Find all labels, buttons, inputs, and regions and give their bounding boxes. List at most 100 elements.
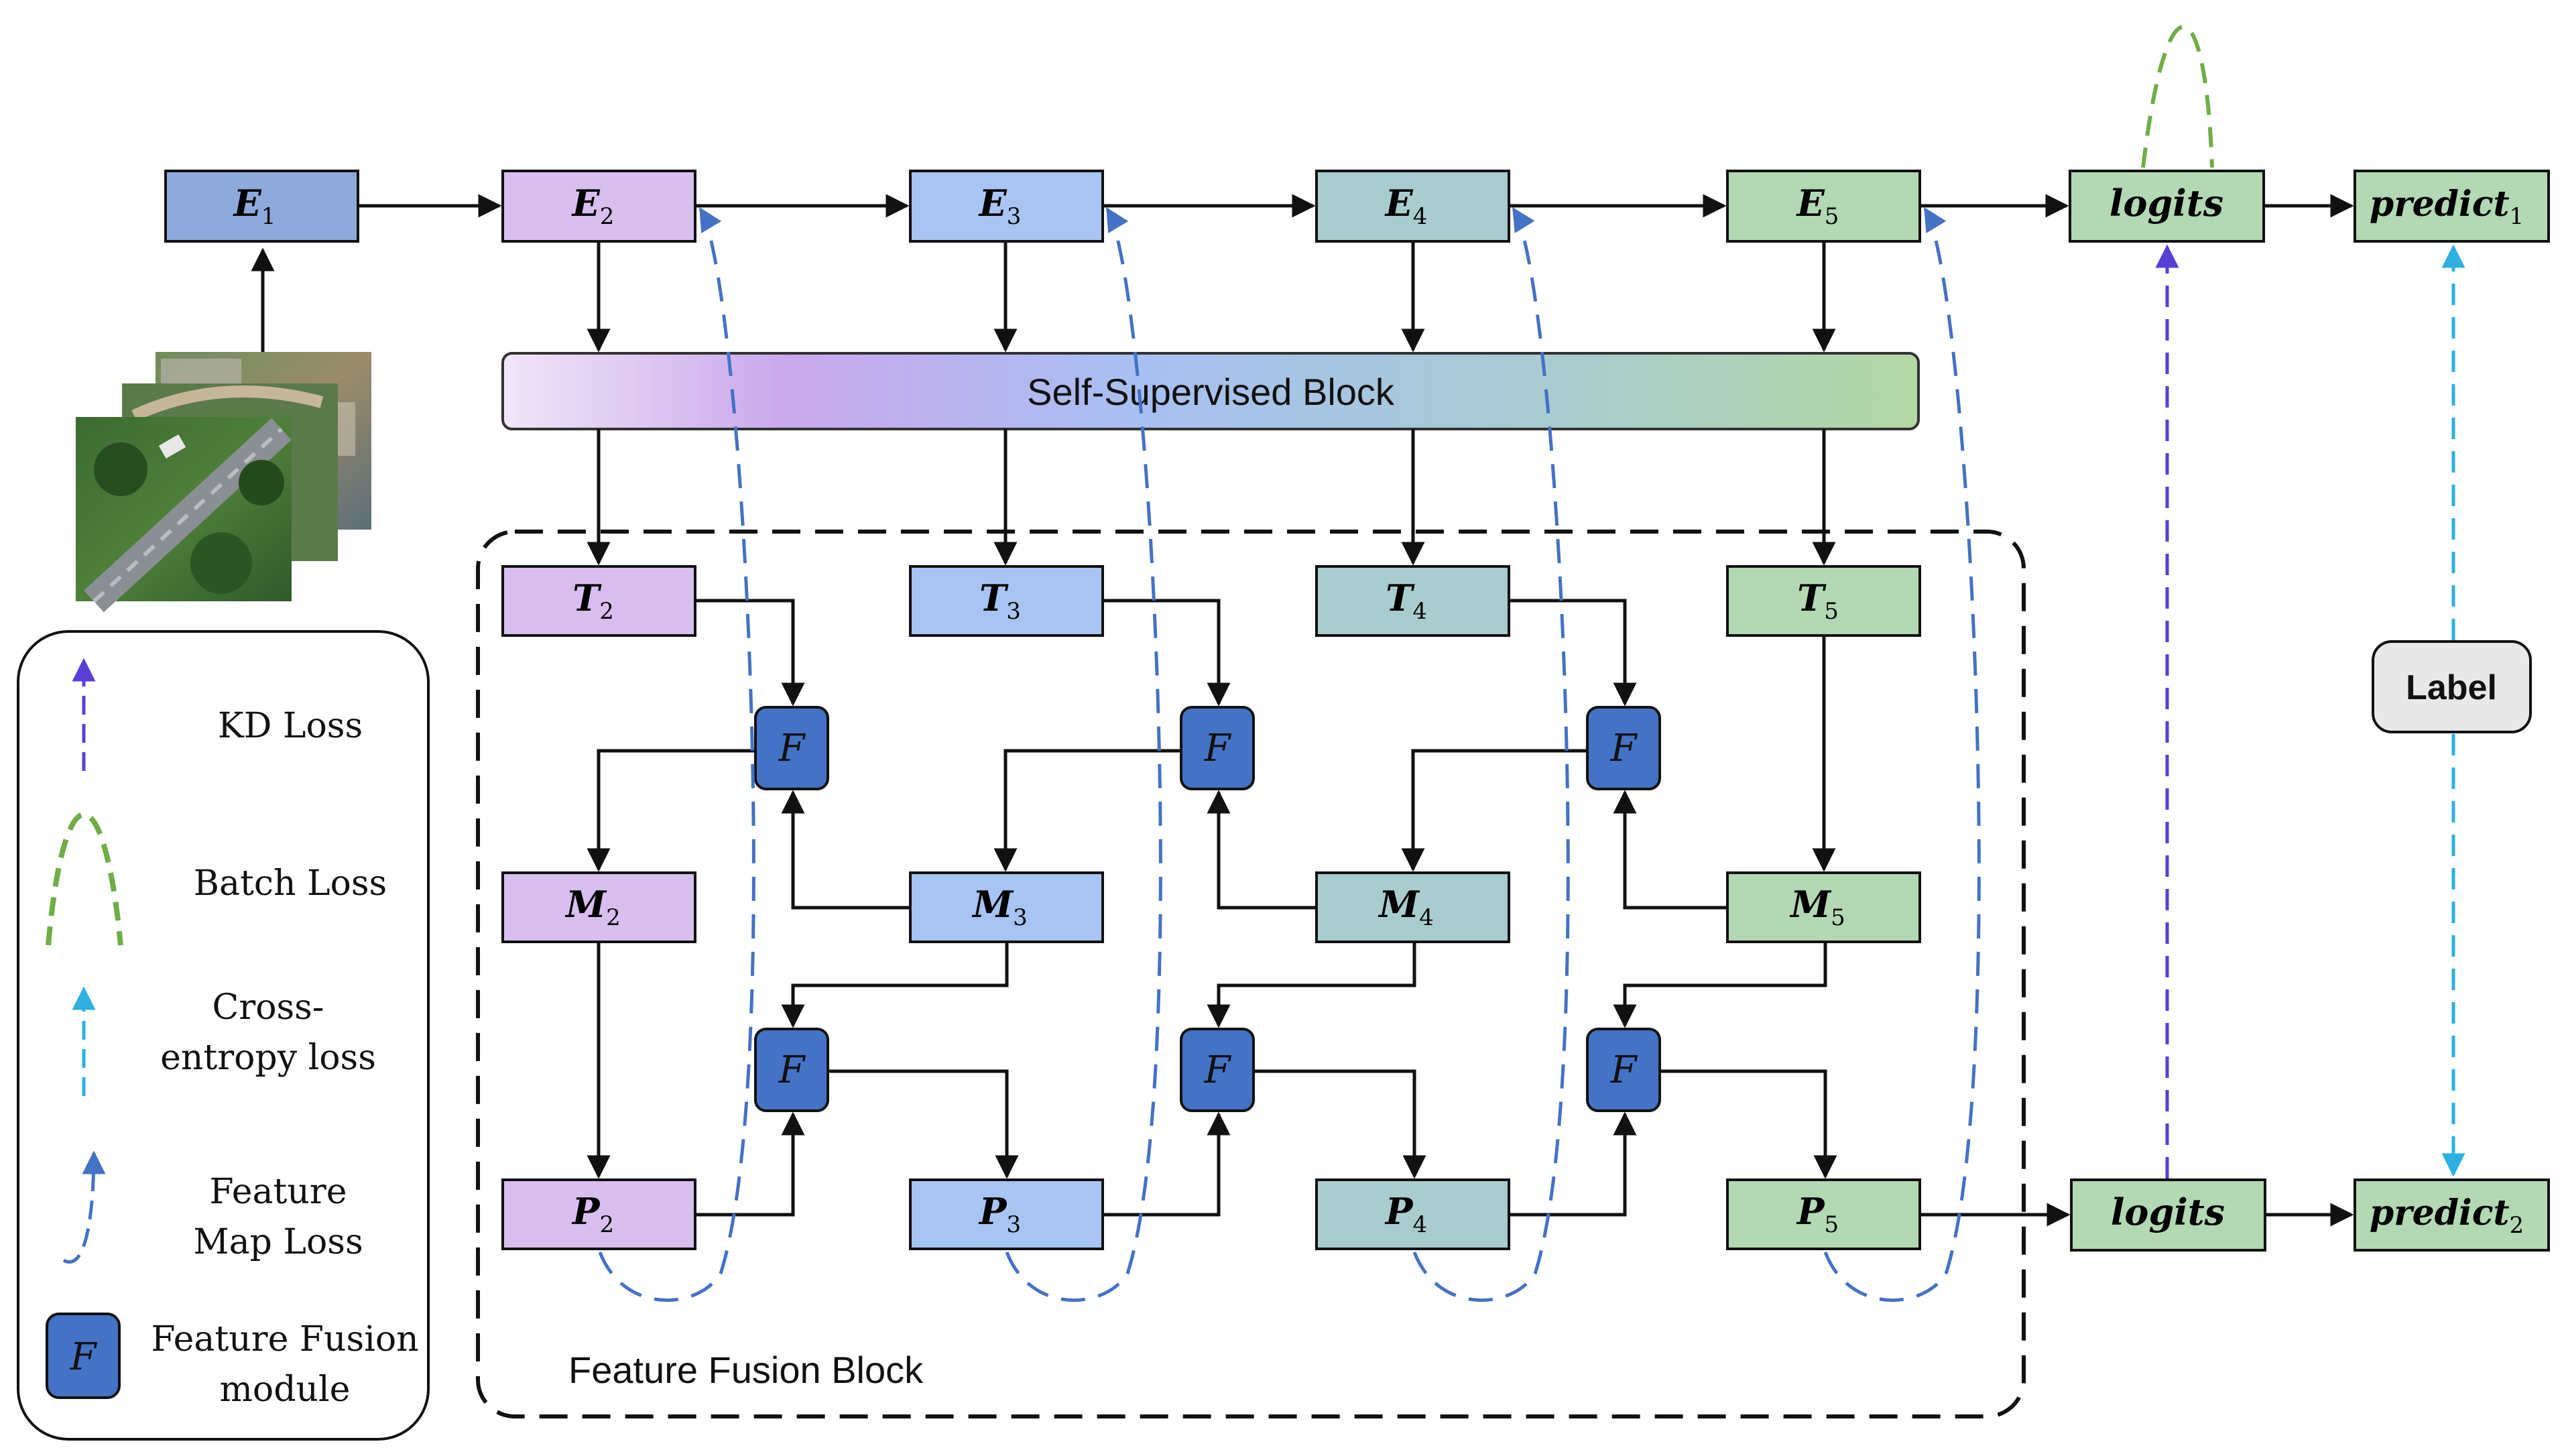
e3-sub: 3 [1007,203,1022,230]
output-top-logits: logits [2069,170,2265,243]
svg-text:module: module [220,1370,351,1410]
svg-text:T5: T5 [1797,577,1839,625]
e1-base: E [233,182,262,225]
input-image-stack [76,352,371,613]
node-m2: M2 [501,871,696,943]
t5-sub: 5 [1824,598,1839,625]
legend-batch-loss: Batch Loss [46,812,387,946]
node-e2: E2 [501,170,696,243]
e2-base: E [571,182,601,225]
svg-text:P5: P5 [1796,1190,1839,1238]
m2-base: M [564,883,607,926]
m3-base: M [971,883,1014,926]
m2-sub: 2 [606,904,621,931]
t3-sub: 3 [1006,598,1021,625]
svg-text:P2: P2 [571,1190,614,1238]
m4-sub: 4 [1419,904,1434,931]
m5-base: M [1789,883,1832,926]
svg-text:T2: T2 [572,577,614,625]
svg-text:F: F [1204,727,1232,770]
e4-base: E [1384,182,1414,225]
svg-text:Feature: Feature [209,1172,347,1212]
svg-text:KD Loss: KD Loss [218,706,363,746]
svg-text:predict1: predict1 [2370,184,2524,230]
fusion-module-top-2: F [1180,706,1255,790]
node-m5: M5 [1726,871,1921,943]
node-t2: T2 [501,565,696,637]
batch-loss-arc [2141,25,2214,168]
svg-text:M4: M4 [1378,883,1433,931]
node-m4: M4 [1315,871,1510,943]
p2-sub: 2 [599,1211,614,1238]
svg-text:F: F [1610,1048,1638,1092]
node-t4: T4 [1315,565,1510,637]
legend-batch-icon [46,812,123,946]
node-e1: E1 [164,170,359,243]
t2-sub: 2 [599,598,614,625]
svg-text:Label: Label [2406,668,2497,707]
svg-text:Cross-: Cross- [212,987,324,1028]
node-t3: T3 [909,565,1104,637]
e2-sub: 2 [600,203,615,230]
label-node: Label [2372,640,2532,733]
self-supervised-label: Self-Supervised Block [1027,371,1395,413]
ssb-to-t-arrows [587,429,1836,566]
svg-text:E3: E3 [978,182,1022,230]
svg-text:F: F [1610,727,1638,770]
node-e3: E3 [909,170,1104,243]
fusion-module-bottom-2: F [1180,1028,1255,1112]
feature-fusion-block: Feature Fusion Block [476,530,2026,1418]
p3-base: P [978,1190,1008,1233]
p-row: P2 P3 P4 P5 [501,1178,1921,1250]
svg-text:entropy loss: entropy loss [160,1038,376,1078]
fusion-module-top-1: F [754,706,829,790]
e3-base: E [978,182,1008,225]
svg-text:T3: T3 [979,577,1021,625]
t5-base: T [1797,577,1827,619]
svg-text:logits: logits [2111,1191,2225,1233]
svg-text:Batch Loss: Batch Loss [194,863,387,904]
legend-frame [17,630,430,1441]
svg-text:E1: E1 [233,182,276,230]
legend-fm-icon [62,1150,106,1264]
t-row: T2 T3 T4 T5 [501,565,1921,637]
svg-text:F: F [1204,1048,1232,1092]
legend-feature-map-loss: Feature Map Loss [62,1150,363,1264]
feature-map-loss-curves [598,206,1981,1302]
e5-base: E [1796,182,1825,225]
p5-base: P [1796,1190,1825,1233]
svg-text:M2: M2 [564,883,620,931]
e1-sub: 1 [261,203,276,230]
fusion-module-top-3: F [1586,706,1661,790]
svg-text:T4: T4 [1386,577,1427,625]
p4-base: P [1384,1190,1414,1233]
svg-text:F: F [70,1335,98,1379]
legend-feature-fusion-module: F Feature Fusion module [46,1313,419,1410]
node-e5: E5 [1726,170,1921,243]
svg-text:F: F [778,727,806,770]
node-p2: P2 [501,1178,696,1250]
svg-text:M3: M3 [971,883,1027,931]
svg-text:E2: E2 [571,182,615,230]
p4-sub: 4 [1412,1211,1427,1238]
svg-text:F: F [778,1048,806,1092]
svg-text:logits: logits [2110,182,2223,225]
fusion-connections [587,599,2354,1227]
p5-sub: 5 [1824,1211,1839,1238]
legend: KD Loss Batch Loss Cross- entropy loss F… [17,630,430,1441]
svg-text:E5: E5 [1796,182,1839,230]
m4-base: M [1378,883,1420,926]
output-bottom-logits: logits [2070,1178,2266,1252]
svg-text:E4: E4 [1384,182,1428,230]
svg-text:P3: P3 [978,1190,1021,1238]
svg-text:Map Loss: Map Loss [193,1222,363,1262]
svg-text:P4: P4 [1384,1190,1427,1238]
encoder-to-ssb-arrows [587,241,1836,353]
svg-text:M5: M5 [1789,883,1845,931]
t4-base: T [1386,577,1415,619]
e5-sub: 5 [1825,203,1839,230]
t2-base: T [572,577,602,619]
m3-sub: 3 [1013,904,1028,931]
svg-text:Feature Fusion: Feature Fusion [151,1319,418,1359]
